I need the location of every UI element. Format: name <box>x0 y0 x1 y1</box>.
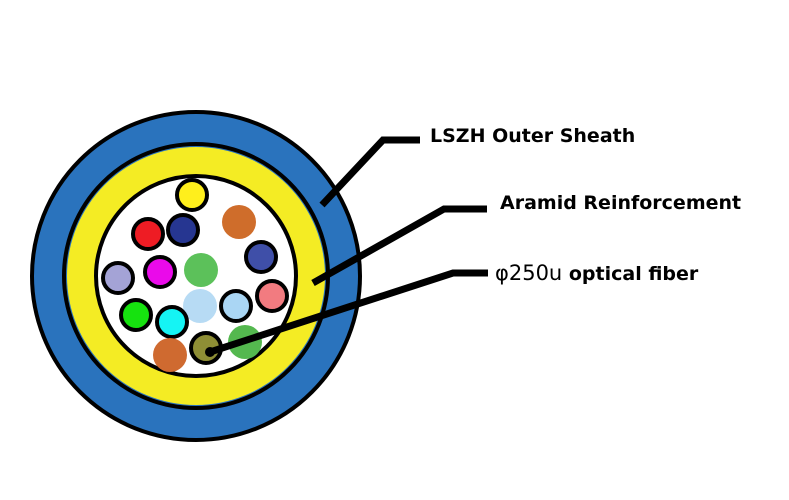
optical-fiber-label: φ250u optical fiber <box>495 261 699 285</box>
fiber-light-blue <box>183 289 217 323</box>
fiber-leader-dot <box>205 347 215 357</box>
fiber-navy <box>166 213 200 247</box>
fiber-green <box>184 253 218 287</box>
fiber-cyan <box>155 305 189 339</box>
aramid-label: Aramid Reinforcement <box>500 192 741 214</box>
fiber-orange <box>222 205 256 239</box>
fiber-lime <box>119 298 153 332</box>
fiber-magenta <box>143 255 177 289</box>
fiber-type-text: optical fiber <box>562 263 699 285</box>
fiber-orange-2 <box>153 338 187 372</box>
fiber-diameter-text: φ250u <box>495 261 562 285</box>
sheath-leader-line <box>319 136 420 208</box>
outer-sheath-label: LSZH Outer Sheath <box>430 125 635 147</box>
fiber-light-blue-2 <box>219 289 253 323</box>
fiber-pink <box>255 279 289 313</box>
fiber-yellow <box>175 178 209 212</box>
aramid-leader-line <box>311 205 487 287</box>
fiber-lavender <box>101 261 135 295</box>
fiber-blue <box>244 240 278 274</box>
fiber-red <box>131 217 165 251</box>
leader-lines <box>208 136 488 356</box>
fiber-leader-line <box>208 269 488 356</box>
